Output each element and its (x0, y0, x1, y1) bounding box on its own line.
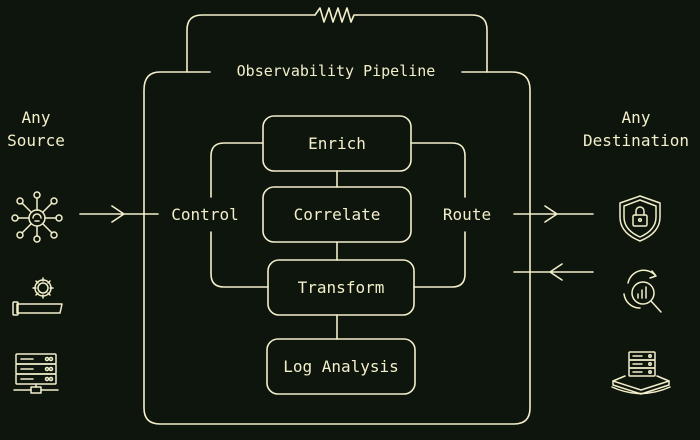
return-arrow (513, 263, 594, 281)
route-label: Route (442, 205, 492, 224)
spring-icon (314, 7, 358, 23)
server-storage-icon (611, 351, 671, 395)
input-arrow (79, 205, 159, 223)
security-shield-lock-icon (619, 195, 661, 242)
network-hub-icon (11, 191, 63, 243)
stage-label-enrich: Enrich (308, 134, 366, 153)
machine-gear-icon (12, 277, 63, 316)
analytics-magnifier-icon (623, 269, 662, 313)
stage-box-log-analysis (266, 338, 416, 395)
pipeline-handle (186, 14, 488, 73)
stage-label-log-analysis: Log Analysis (283, 357, 399, 376)
stage-label-correlate: Correlate (293, 205, 381, 224)
source-label: Any Source (7, 108, 65, 150)
pipeline-title: Observability Pipeline (236, 62, 436, 80)
output-arrow (513, 205, 594, 223)
pipeline-frame (143, 71, 531, 425)
destination-label: Any Destination (583, 108, 689, 150)
route-loop (410, 142, 466, 288)
server-rack-icon (13, 353, 59, 394)
stage-label-transform: Transform (297, 278, 385, 297)
control-label: Control (171, 205, 239, 224)
control-loop (210, 142, 269, 288)
